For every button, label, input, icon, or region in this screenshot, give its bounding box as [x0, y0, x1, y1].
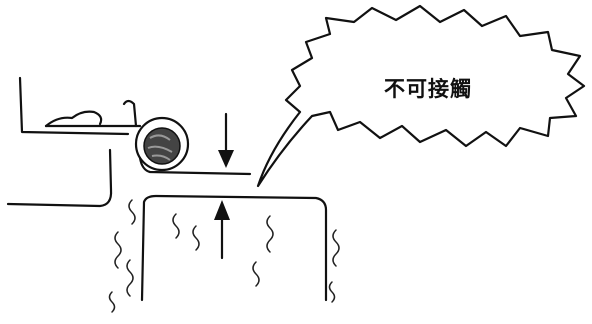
bracket-clip [44, 99, 142, 128]
heat-waves [108, 199, 340, 313]
clearance-arrow-up [214, 200, 230, 260]
heating-surface [140, 194, 328, 302]
clearance-arrow-down [218, 112, 234, 168]
callout-text: 不可接觸 [384, 77, 472, 101]
callout-bubble [256, 4, 586, 188]
coil-sensor [134, 116, 252, 176]
mounting-bracket [6, 76, 130, 208]
